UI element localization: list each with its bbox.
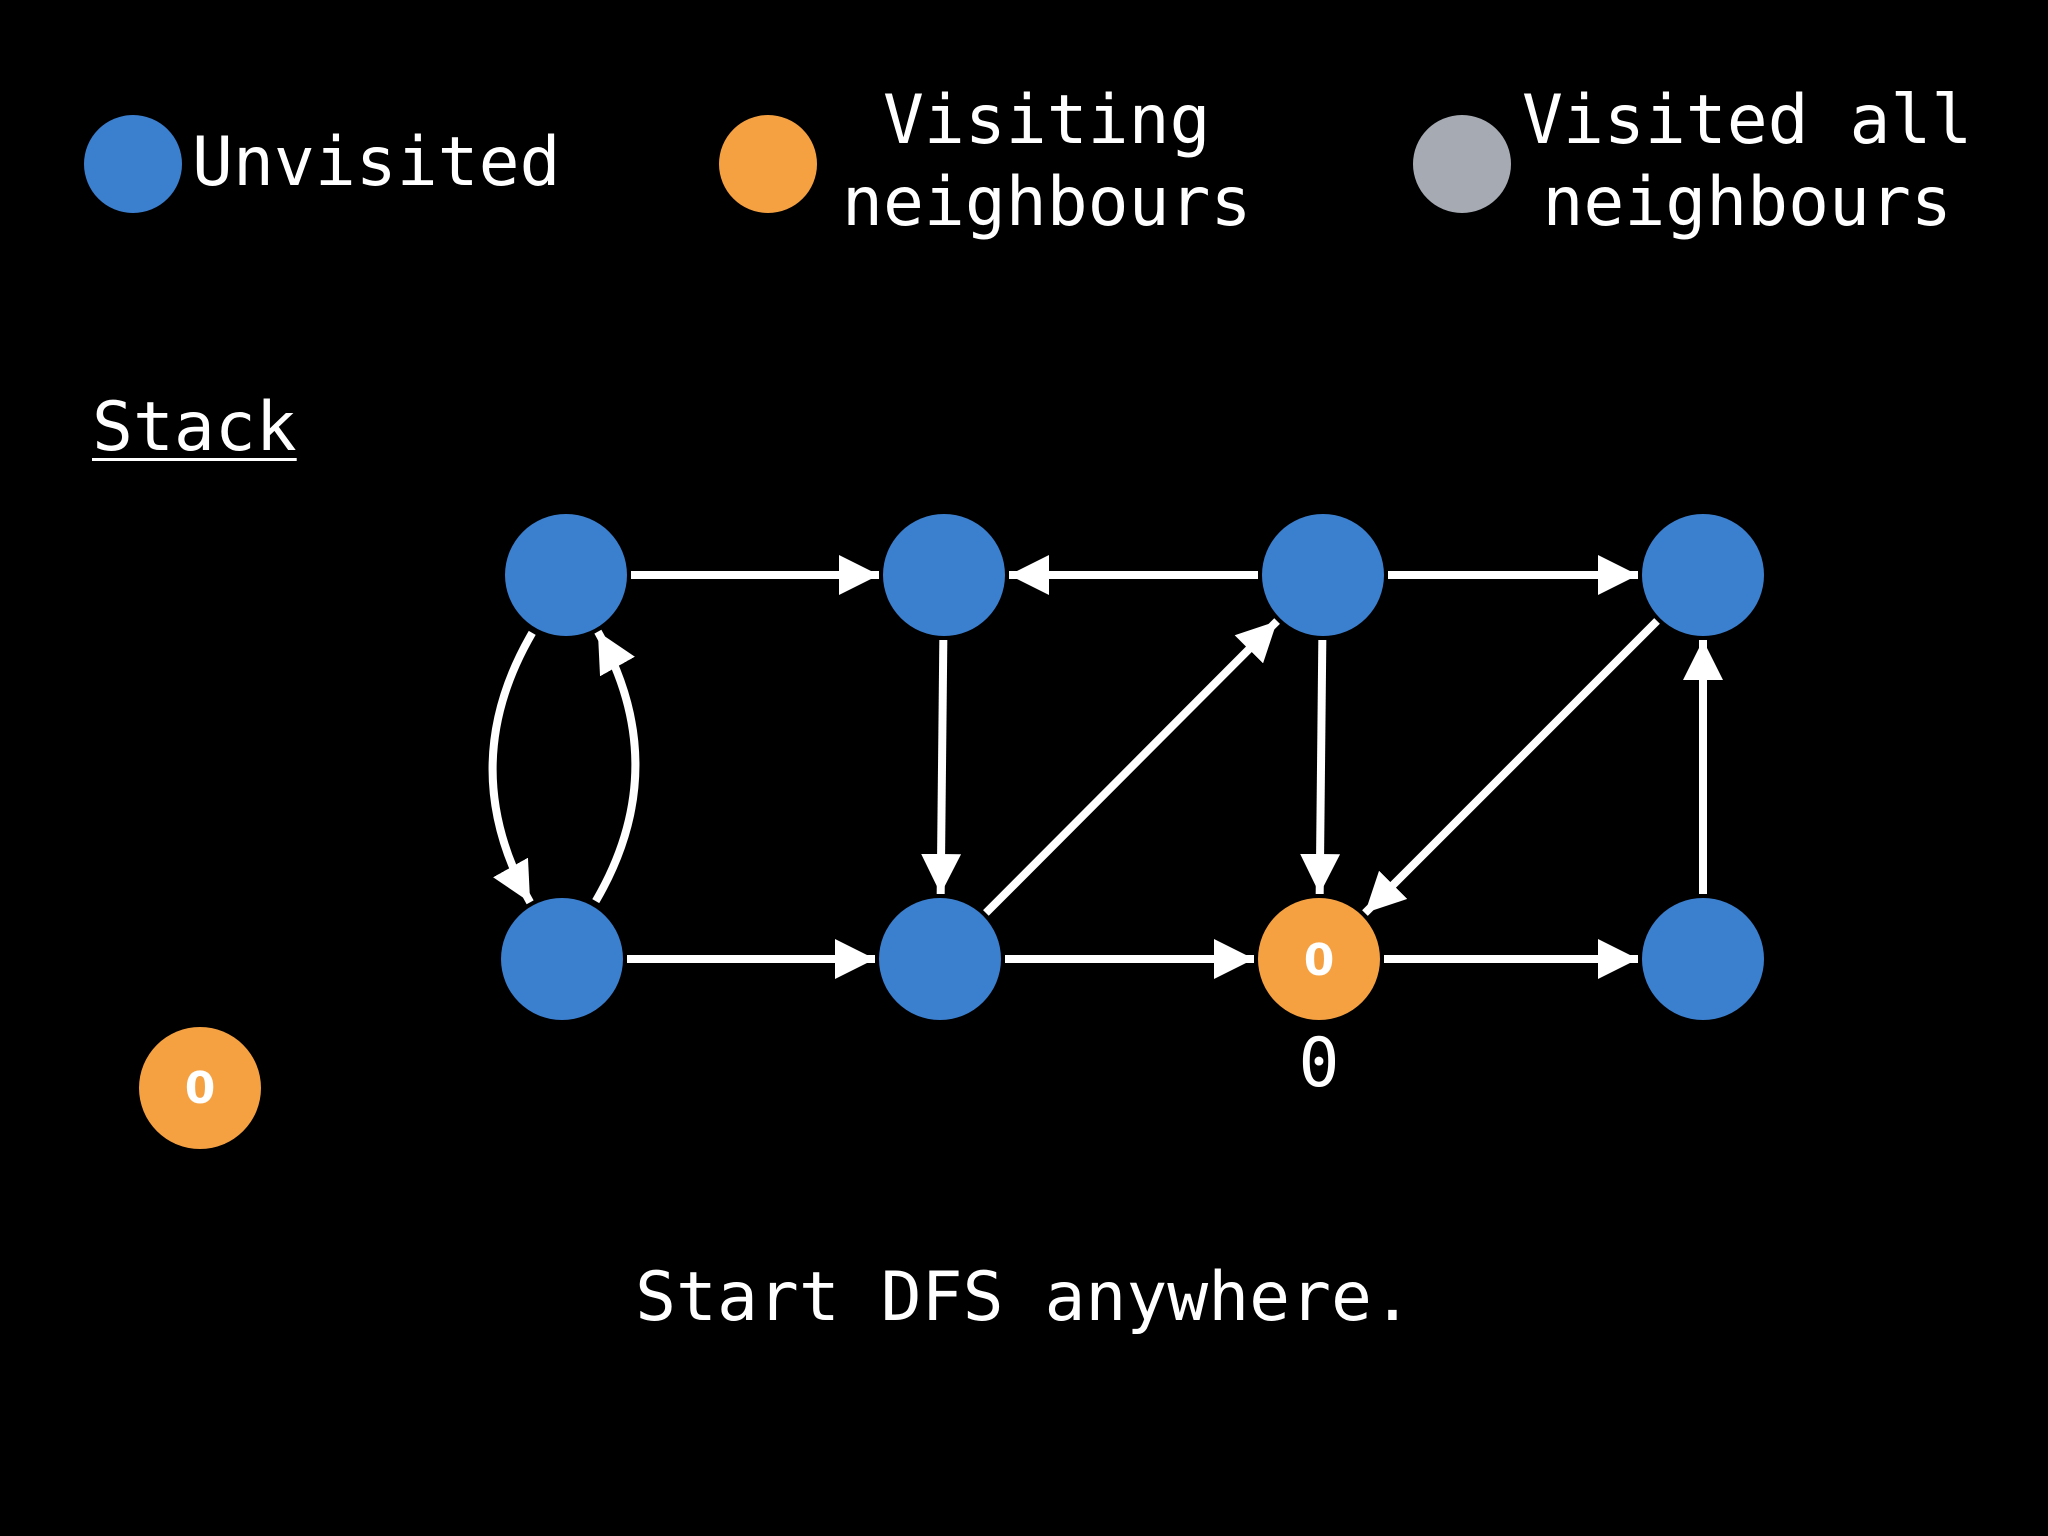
node-circle	[505, 514, 627, 636]
legend-visiting-label: Visiting neighbours	[842, 81, 1252, 242]
node-circle	[1258, 898, 1380, 1020]
graph-node-n5	[501, 898, 623, 1020]
legend-unvisited-label: Unvisited	[192, 123, 561, 202]
graph-node-n8	[1642, 898, 1764, 1020]
stack-item: 0	[139, 1027, 261, 1149]
node-circle	[1642, 898, 1764, 1020]
legend-unvisited-swatch	[84, 115, 182, 213]
edge-n3-to-n7	[1300, 639, 1341, 895]
node-circle	[883, 514, 1005, 636]
legend-visited-swatch	[1413, 115, 1511, 213]
node-circle	[1262, 514, 1384, 636]
graph-node-n7: 00	[1258, 898, 1380, 1103]
node-label: 0	[1304, 935, 1335, 986]
graph-node-n2	[883, 514, 1005, 636]
node-visit-order: 0	[1299, 1024, 1340, 1103]
edge-n1-to-n5	[488, 630, 536, 905]
node-circle	[879, 898, 1001, 1020]
stack-item-label: 0	[184, 1062, 216, 1114]
stack-title: Stack	[92, 388, 297, 467]
edge-n6-to-n3	[983, 618, 1280, 916]
node-circle	[501, 898, 623, 1020]
legend-visiting-swatch	[719, 115, 817, 213]
edge-n4-to-n7	[1362, 618, 1660, 916]
legend-visited-label: Visited all neighbours	[1522, 81, 1973, 242]
graph-node-n3	[1262, 514, 1384, 636]
node-circle	[1642, 514, 1764, 636]
graph-node-n1	[505, 514, 627, 636]
edge-n2-to-n6	[921, 639, 962, 895]
graph-node-n6	[879, 898, 1001, 1020]
caption: Start DFS anywhere.	[635, 1258, 1413, 1337]
graph-node-n4	[1642, 514, 1764, 636]
edge-n5-to-n1	[592, 629, 640, 904]
